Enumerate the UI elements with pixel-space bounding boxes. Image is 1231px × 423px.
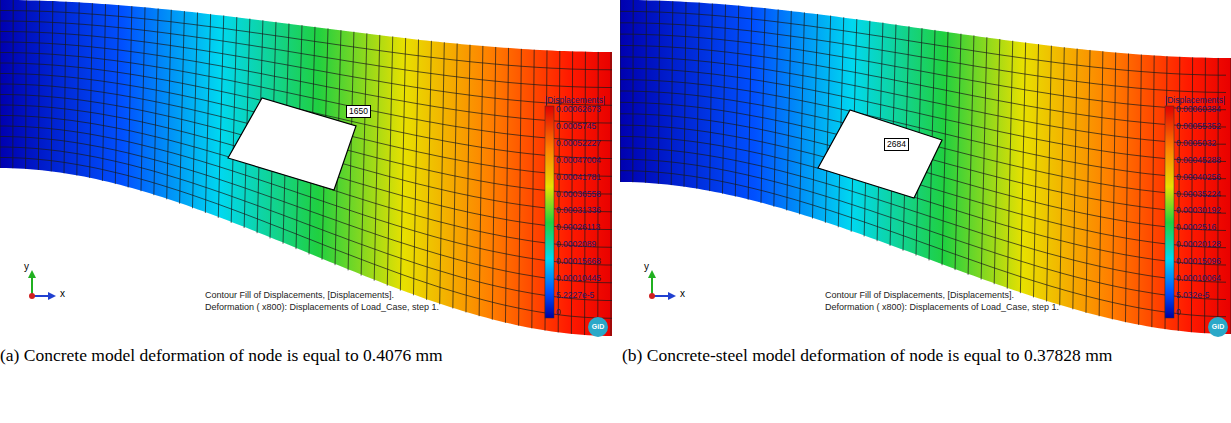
color-bar (545, 106, 554, 318)
legend-title: |Displacements| (1165, 95, 1225, 105)
scale-value: 0.00031336 (556, 205, 601, 215)
mesh-line (0, 95, 612, 212)
mesh-line (0, 21, 612, 88)
axis-origin (649, 293, 655, 299)
scale-value: 5.2227e-5 (556, 290, 594, 300)
scale-value: 0.00052227 (556, 138, 601, 148)
beam-body (0, 0, 612, 336)
beam-mesh (620, 0, 1231, 334)
scale-value: 0.00060384 (1176, 104, 1221, 114)
mesh-line (620, 11, 1226, 75)
mesh-line (0, 84, 612, 194)
node-callout: 1650 (346, 105, 371, 118)
scale-value: 0.00047004 (556, 155, 601, 165)
mesh-line (0, 11, 612, 70)
scale-value: 0.00045288 (1176, 155, 1221, 165)
logo-text: GiD (588, 322, 608, 332)
axis-label: x (680, 289, 685, 299)
mesh-line (620, 102, 1226, 213)
node-number: 1650 (349, 106, 368, 116)
axis-origin (29, 293, 35, 299)
mesh-line (620, 46, 1226, 128)
legend-title: |Displacements| (545, 95, 605, 105)
plot-decor (28, 106, 1228, 337)
beam-mesh (0, 0, 612, 336)
gid-logo (588, 317, 608, 337)
node-callout: 2684 (884, 138, 909, 151)
footer-note: Deformation ( x800): Displacements of Lo… (205, 302, 439, 312)
node-number: 2684 (887, 139, 906, 149)
scale-value: 0 (1176, 307, 1181, 317)
opening (228, 98, 356, 190)
scale-value: 5.032e-5 (1176, 290, 1210, 300)
scale-value: 0.00055352 (1176, 121, 1221, 131)
axis-label: y (24, 262, 29, 272)
scale-value: 0.0005745 (556, 121, 596, 131)
axis-x-head (48, 292, 56, 300)
mesh-line (0, 32, 612, 106)
mesh-line (620, 171, 1226, 317)
axis-label: y (644, 262, 649, 272)
scale-value: 0 (556, 307, 561, 317)
scale-value: 0.00020128 (1176, 239, 1221, 249)
opening (818, 110, 942, 198)
footer-note: Deformation ( x800): Displacements of Lo… (825, 302, 1059, 312)
gid-logo (1208, 317, 1228, 337)
axis-y-head (28, 270, 36, 278)
scale-value: 0.00030192 (1176, 205, 1221, 215)
scale-value: 0.0002089 (556, 239, 596, 249)
mesh-line (620, 57, 1226, 144)
scale-value: 0.00026113 (556, 222, 600, 232)
mesh-line (620, 23, 1226, 93)
mesh-line (620, 34, 1226, 110)
scale-value: 0.00036558 (556, 189, 601, 199)
scale-value: 0.0002516 (1176, 222, 1216, 232)
axis-label: x (60, 289, 65, 299)
axis-y-head (648, 270, 656, 278)
footer-note: Contour Fill of Displacements, [Displace… (205, 290, 394, 300)
scale-value: 0.00015668 (556, 256, 601, 266)
scale-value: 0.00035224 (1176, 189, 1221, 199)
scale-value: 0.00015096 (1176, 256, 1221, 266)
scale-value: 0.00062673 (556, 104, 601, 114)
subcaption: (a) Concrete model deformation of node i… (0, 344, 605, 366)
scale-value: 0.00010064 (1176, 273, 1221, 283)
footer-note: Contour Fill of Displacements, [Displace… (825, 290, 1014, 300)
scale-value: 0.00041781 (556, 172, 601, 182)
scale-value: 0.00040256 (1176, 172, 1221, 182)
axis-x-head (668, 292, 676, 300)
subcaption: (b) Concrete-steel model deformation of … (622, 344, 1227, 366)
beam-body (620, 0, 1231, 334)
logo-text: GiD (1208, 322, 1228, 332)
color-bar (1165, 106, 1174, 318)
scale-value: 0.0005032 (1176, 138, 1216, 148)
scale-value: 0.00010445 (556, 273, 601, 283)
